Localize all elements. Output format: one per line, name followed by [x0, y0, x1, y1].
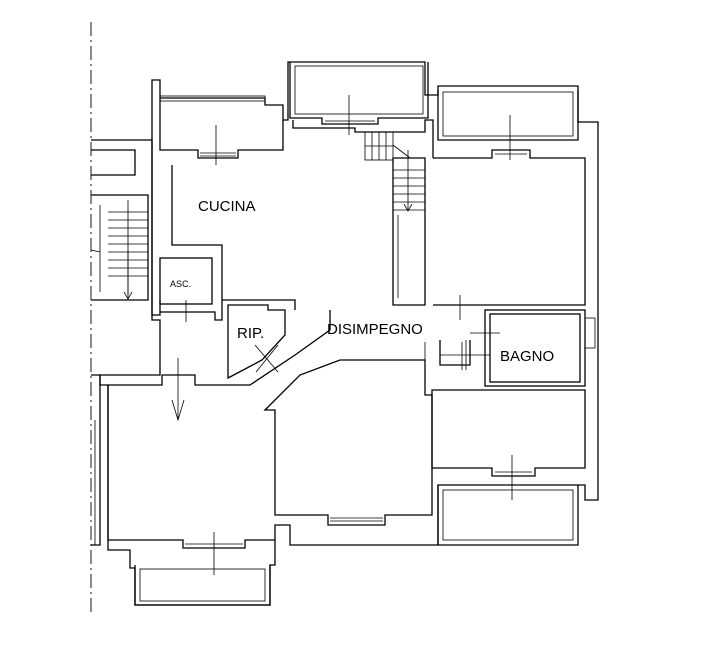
balcony-bottom-right [437, 485, 579, 546]
inner-staircase [364, 131, 426, 306]
living-room [222, 310, 433, 526]
corridor-doors [424, 340, 490, 370]
bedroom-lower-right [431, 389, 586, 500]
left-stairwell [90, 139, 161, 546]
room-label-bagno: BAGNO [500, 348, 554, 365]
bedroom-lower-left [107, 358, 275, 575]
storage-room [227, 304, 286, 380]
balcony-bottom-left [134, 565, 271, 606]
bedroom-upper-right [433, 115, 586, 320]
balcony-top-left [289, 62, 429, 135]
room-label-cucina: CUCINA [198, 198, 256, 215]
bathroom-room [470, 309, 596, 387]
balcony-top-right [437, 90, 579, 141]
room-label-ascensore: ASC. [170, 279, 191, 289]
elevator-shaft [159, 257, 223, 322]
room-label-disimpegno: DISIMPEGNO [327, 321, 423, 338]
room-label-ripostiglio: RIP. [237, 325, 264, 342]
